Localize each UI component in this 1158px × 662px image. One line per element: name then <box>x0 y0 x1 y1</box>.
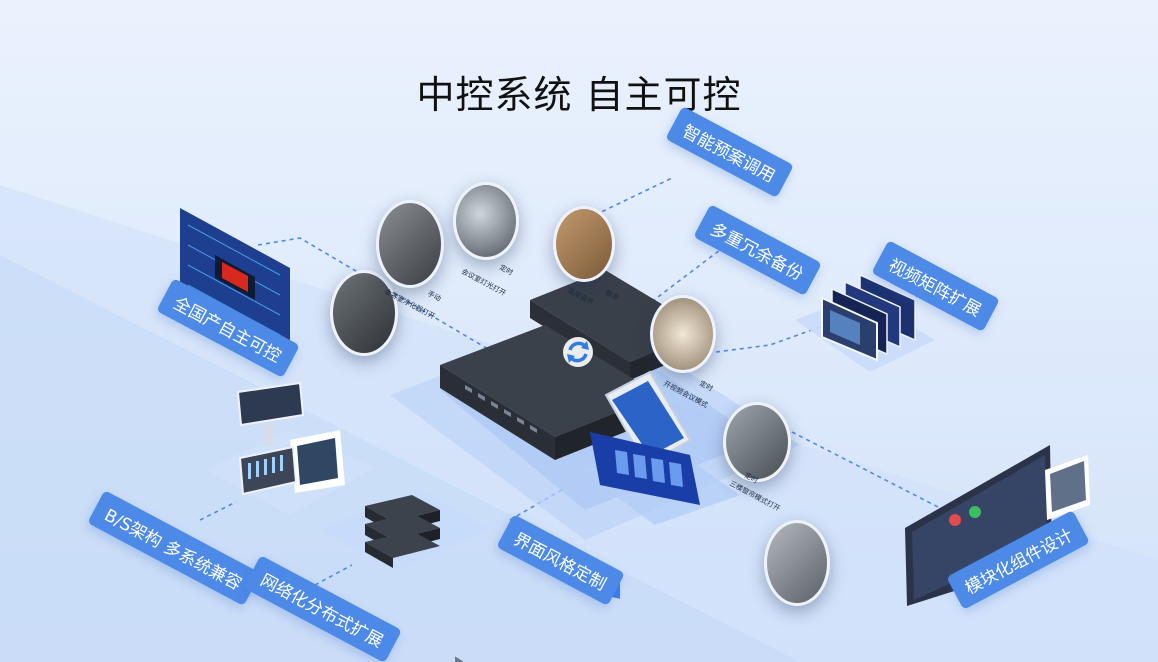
scene-photo-meeting-room <box>453 182 519 260</box>
scene-photo-purifier <box>376 200 444 288</box>
scene-photo-curtains <box>553 206 615 282</box>
scene-photo-window <box>764 520 830 606</box>
display-stack-icon <box>821 273 916 362</box>
refresh-sync-icon <box>563 337 593 367</box>
scene-photo-video-conf <box>650 295 716 373</box>
connector-network <box>314 564 353 586</box>
chip-flag-board-icon <box>180 208 290 358</box>
connector-bs <box>199 501 237 521</box>
scene-photo-lobby <box>723 402 791 482</box>
connector-modular <box>791 431 941 509</box>
ui-style-panel <box>590 432 700 599</box>
connector-smart-plan <box>594 177 673 216</box>
scene-photo-corridor <box>330 270 398 356</box>
connector-ui <box>509 487 566 521</box>
connector-domestic <box>257 237 511 363</box>
server-rack-icon <box>365 495 440 568</box>
touch-screen-icon <box>236 381 345 496</box>
tablet-icon <box>604 370 692 467</box>
